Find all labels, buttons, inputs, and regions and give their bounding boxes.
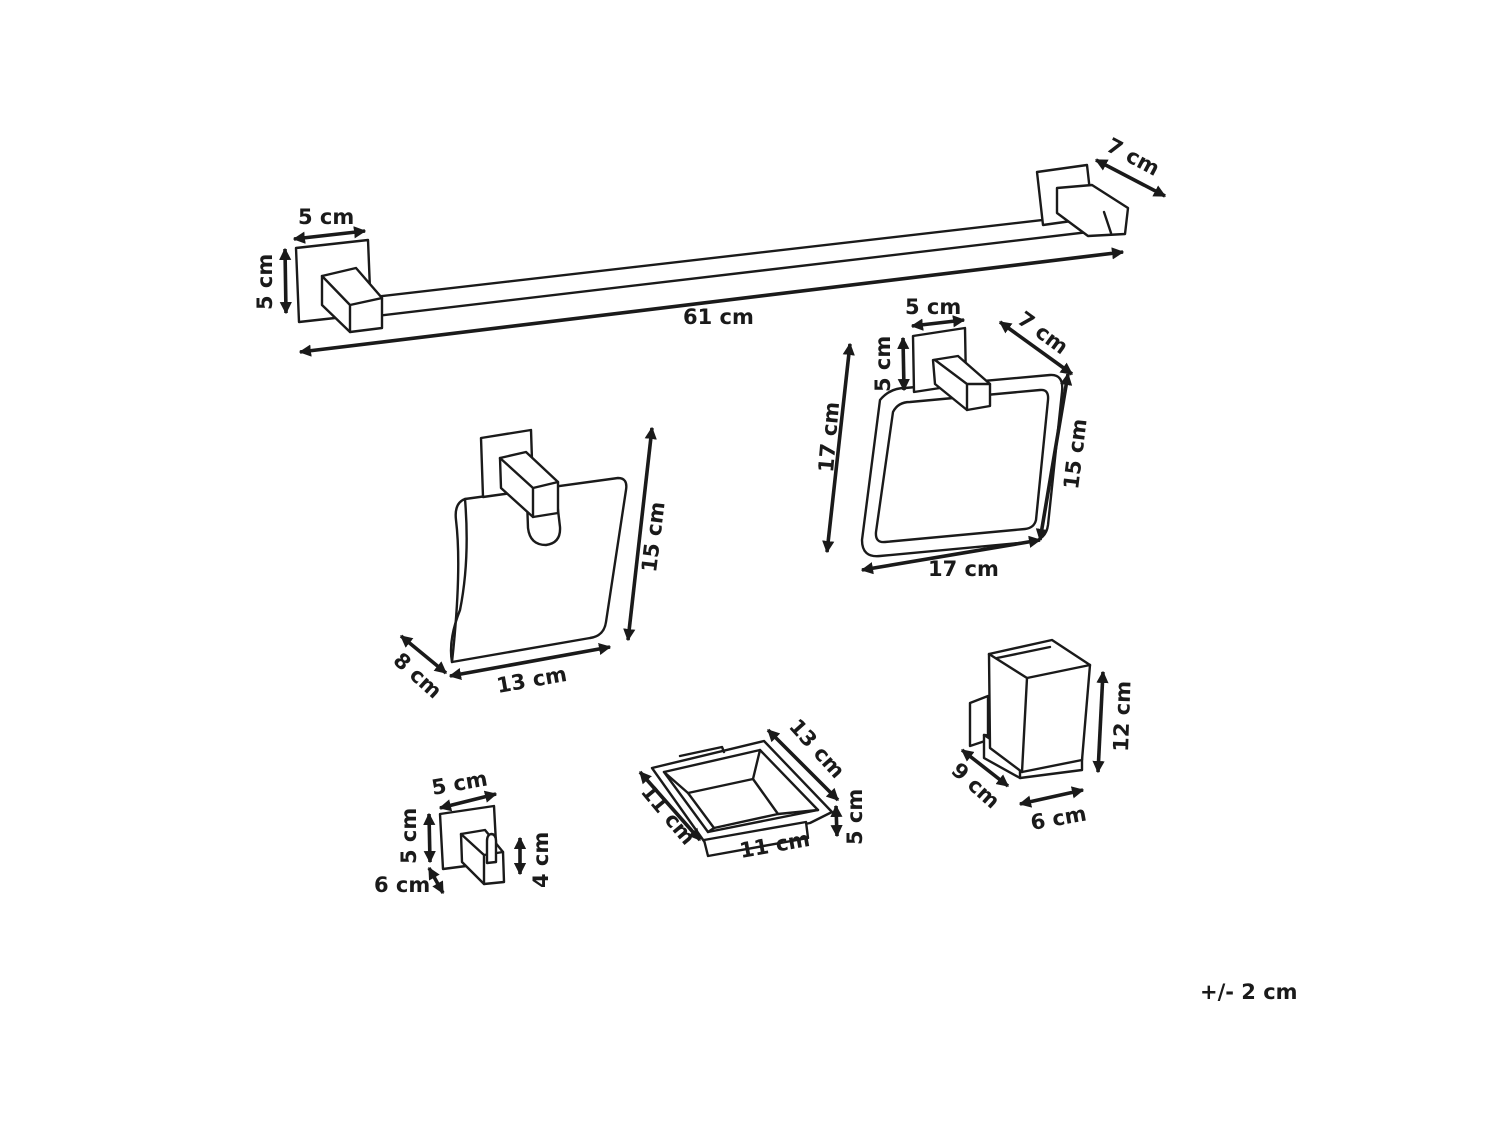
towel-bar-width-arrow xyxy=(298,247,1125,357)
robe-hook-peg xyxy=(485,832,498,865)
paper-holder-width-arrow xyxy=(448,642,612,681)
tumbler-height-label: 12 cm xyxy=(1109,681,1135,753)
paper-holder xyxy=(449,428,628,664)
paper-holder-depth-label: 8 cm xyxy=(389,648,447,703)
tumbler xyxy=(968,638,1092,780)
soap-dish-height-label: 5 cm xyxy=(843,789,867,845)
towel-ring-width-arrow xyxy=(860,535,1042,575)
towel-bar-depth-arrow xyxy=(1094,158,1167,198)
tumbler-width-label: 6 cm xyxy=(1029,802,1089,835)
towel-ring-base-width-label: 5 cm xyxy=(905,295,961,319)
tumbler-width-arrow xyxy=(1018,786,1085,808)
towel-ring-ring-height-label: 15 cm xyxy=(1059,417,1091,490)
soap-dish-height-arrow xyxy=(830,804,843,838)
towel-ring-base-height-arrow xyxy=(897,336,910,392)
robe-hook-arm xyxy=(459,828,506,886)
tumbler-cup xyxy=(987,638,1092,774)
robe-hook-base-height-label: 5 cm xyxy=(397,808,421,864)
towel-bar-tube xyxy=(372,210,1116,318)
robe-hook xyxy=(438,804,506,886)
soap-dish-length-arrow xyxy=(766,728,840,802)
towel-bar-base-width-label: 5 cm xyxy=(298,205,354,229)
robe-hook-depth-label: 6 cm xyxy=(374,873,430,897)
towel-bar-depth-label: 7 cm xyxy=(1103,133,1164,181)
robe-hook-depth-arrow xyxy=(427,866,445,895)
towel-bar-base-width-arrow xyxy=(292,226,367,244)
robe-hook-hook-height-label: 4 cm xyxy=(529,832,553,888)
paper-holder-height-arrow xyxy=(623,426,657,642)
towel-ring-width-label: 17 cm xyxy=(928,557,999,581)
tolerance-note: +/- 2 cm xyxy=(1200,980,1298,1004)
towel-bar-right-arm xyxy=(1055,183,1130,238)
tumbler-depth-arrow xyxy=(960,748,1010,788)
towel-ring-depth-arrow xyxy=(998,320,1074,376)
towel-ring-base-height-label: 5 cm xyxy=(871,336,895,392)
towel-ring-base-width-arrow xyxy=(910,315,966,331)
towel-bar-base-height-label: 5 cm xyxy=(253,254,277,310)
soap-dish-width-arrow xyxy=(638,770,702,842)
towel-ring-ring-height-arrow xyxy=(1035,372,1073,542)
towel-ring-height-arrow xyxy=(822,342,855,554)
towel-bar-base-height-arrow xyxy=(279,247,292,315)
robe-hook-base-width-arrow xyxy=(438,790,498,812)
robe-hook-base-width-label: 5 cm xyxy=(430,767,490,800)
tumbler-height-arrow xyxy=(1092,670,1109,774)
soap-dish-bracket xyxy=(702,820,810,858)
towel-ring-height-label: 17 cm xyxy=(814,401,844,474)
tumbler-depth-label: 9 cm xyxy=(947,758,1005,813)
towel-ring xyxy=(860,326,1064,558)
towel-bar-width-label: 61 cm xyxy=(683,305,754,329)
robe-hook-base-height-arrow xyxy=(423,812,436,864)
paper-holder-depth-arrow xyxy=(399,634,448,675)
